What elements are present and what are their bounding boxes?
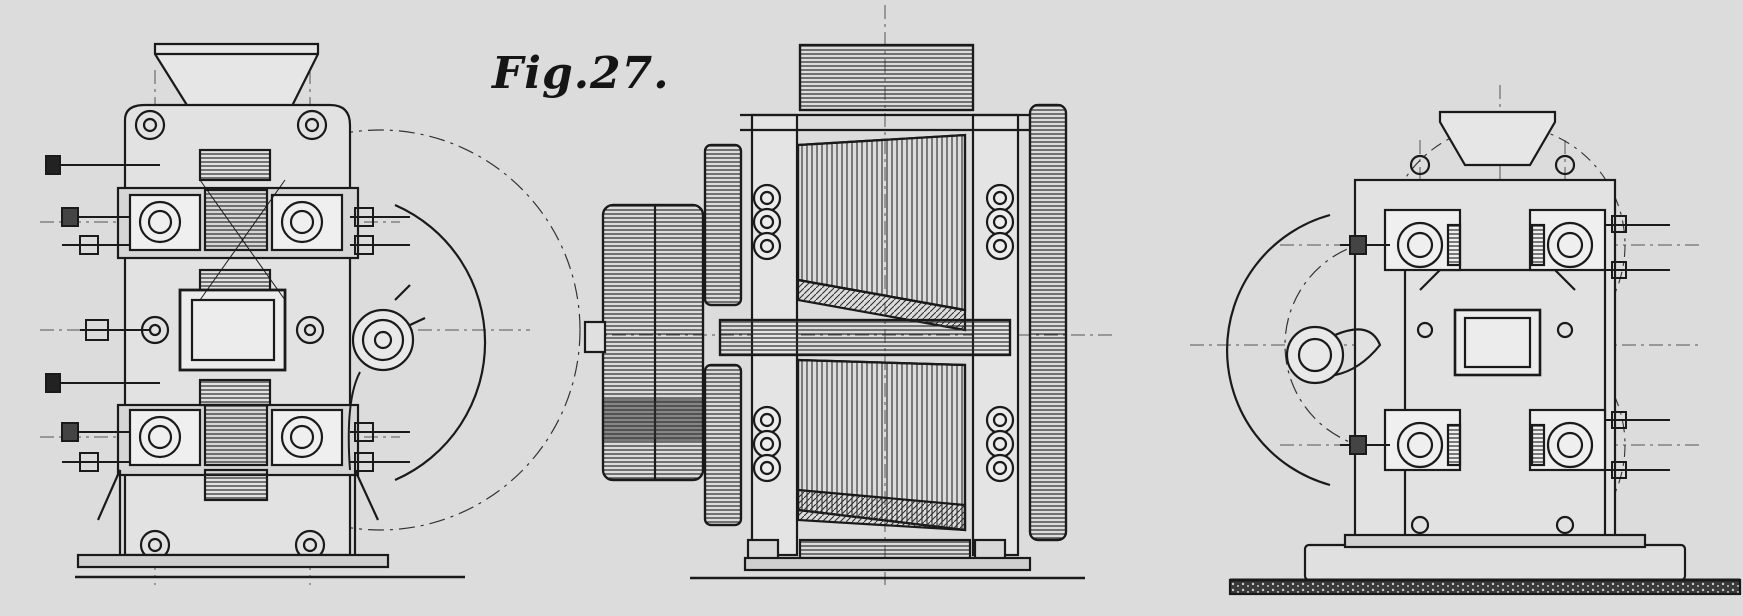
left-elevation-view: [40, 42, 581, 585]
right-elevation-view: [1190, 85, 1742, 596]
figure-label: Fig.27.: [492, 48, 670, 99]
center-section-view: [583, 5, 1115, 585]
